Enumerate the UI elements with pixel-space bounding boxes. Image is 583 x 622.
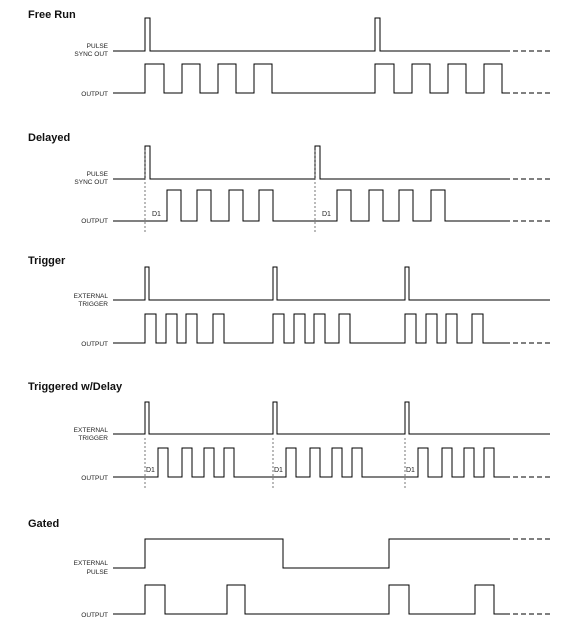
section-title: Gated — [28, 518, 59, 530]
section-gated: Gated EXTERNAL PULSE OUTPUT — [28, 518, 550, 619]
section-free-run: Free Run PULSE SYNC OUT OUTPUT — [28, 9, 550, 98]
signal-label-pulse-sync-out-line1: PULSE — [87, 171, 109, 178]
signal-label-external-trigger-line1: EXTERNAL — [74, 427, 109, 434]
signal-label-pulse-sync-out-line2: SYNC OUT — [74, 179, 108, 186]
signal-label-external-trigger-line2: TRIGGER — [78, 435, 108, 442]
output-waveform — [113, 313, 505, 344]
signal-label-external-trigger-line2: TRIGGER — [78, 301, 108, 308]
signal-label-external-pulse-line2: PULSE — [87, 569, 109, 576]
pulse-sync-out-waveform — [113, 145, 505, 180]
signal-label-external-pulse-line1: EXTERNAL — [74, 560, 109, 567]
section-title: Triggered w/Delay — [28, 381, 123, 393]
external-pulse-waveform — [113, 538, 505, 569]
external-trigger-waveform — [113, 401, 550, 435]
output-waveform — [113, 63, 505, 94]
pulse-sync-out-waveform — [113, 17, 505, 52]
output-waveform — [113, 584, 505, 615]
delay-label-d1: D1 — [322, 211, 331, 218]
section-trigger: Trigger EXTERNAL TRIGGER OUTPUT — [28, 255, 550, 348]
output-waveform — [113, 447, 505, 478]
signal-label-output: OUTPUT — [81, 612, 108, 619]
section-title: Delayed — [28, 132, 70, 144]
signal-label-pulse-sync-out-line1: PULSE — [87, 43, 109, 50]
delay-label-d1: D1 — [152, 211, 161, 218]
delay-label-d1: D1 — [274, 467, 283, 474]
signal-label-output: OUTPUT — [81, 218, 108, 225]
external-trigger-waveform — [113, 266, 550, 301]
section-triggered-with-delay: Triggered w/Delay EXTERNAL TRIGGER OUTPU… — [28, 381, 550, 490]
delay-label-d1: D1 — [146, 467, 155, 474]
signal-label-output: OUTPUT — [81, 91, 108, 98]
section-delayed: Delayed PULSE SYNC OUT OUTPUT D1 D1 — [28, 132, 550, 233]
signal-label-pulse-sync-out-line2: SYNC OUT — [74, 51, 108, 58]
signal-label-output: OUTPUT — [81, 475, 108, 482]
output-waveform — [113, 189, 505, 222]
signal-label-output: OUTPUT — [81, 341, 108, 348]
signal-label-external-trigger-line1: EXTERNAL — [74, 293, 109, 300]
section-title: Trigger — [28, 255, 66, 267]
section-title: Free Run — [28, 9, 76, 21]
delay-label-d1: D1 — [406, 467, 415, 474]
